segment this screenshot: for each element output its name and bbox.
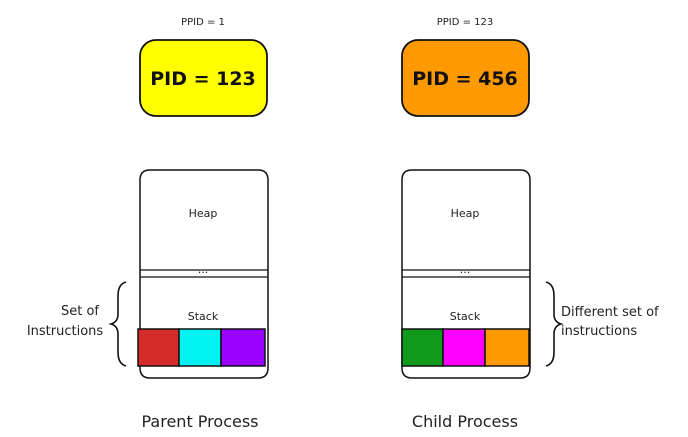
child-instruction-block-2	[442, 328, 486, 367]
parent-heap-label: Heap	[189, 207, 218, 220]
parent-instruction-block-1	[137, 328, 180, 367]
parent-instruction-block-3	[220, 328, 266, 367]
child-instruction-block-1	[401, 328, 444, 367]
parent-instructions-label-line2: Instructions	[27, 324, 104, 339]
parent-pid-label: PID = 123	[150, 68, 256, 90]
child-ppid-label: PPID = 123	[437, 17, 494, 28]
child-heap-label: Heap	[451, 207, 480, 220]
parent-instructions-label-line1: Set of	[61, 304, 99, 319]
child-pid-box	[401, 39, 530, 117]
child-dots-label: ...	[460, 263, 471, 276]
child-instructions-brace	[545, 281, 564, 367]
child-instructions-label-line1: Different set of	[561, 305, 659, 320]
parent-process-caption: Parent Process	[142, 412, 259, 431]
parent-instruction-block-2	[178, 328, 222, 367]
child-memory-block	[401, 169, 531, 379]
parent-stack-label: Stack	[188, 310, 219, 323]
child-instruction-block-3	[484, 328, 530, 367]
child-process-caption: Child Process	[412, 412, 518, 431]
child-pid-label: PID = 456	[412, 68, 518, 90]
parent-dots-label: ...	[198, 263, 209, 276]
parent-ppid-label: PPID = 1	[181, 17, 225, 28]
parent-instructions-brace	[108, 281, 127, 367]
child-instructions-label-line2: instructions	[561, 324, 637, 339]
parent-memory-block	[139, 169, 269, 379]
parent-pid-box	[139, 39, 268, 117]
child-stack-label: Stack	[450, 310, 481, 323]
